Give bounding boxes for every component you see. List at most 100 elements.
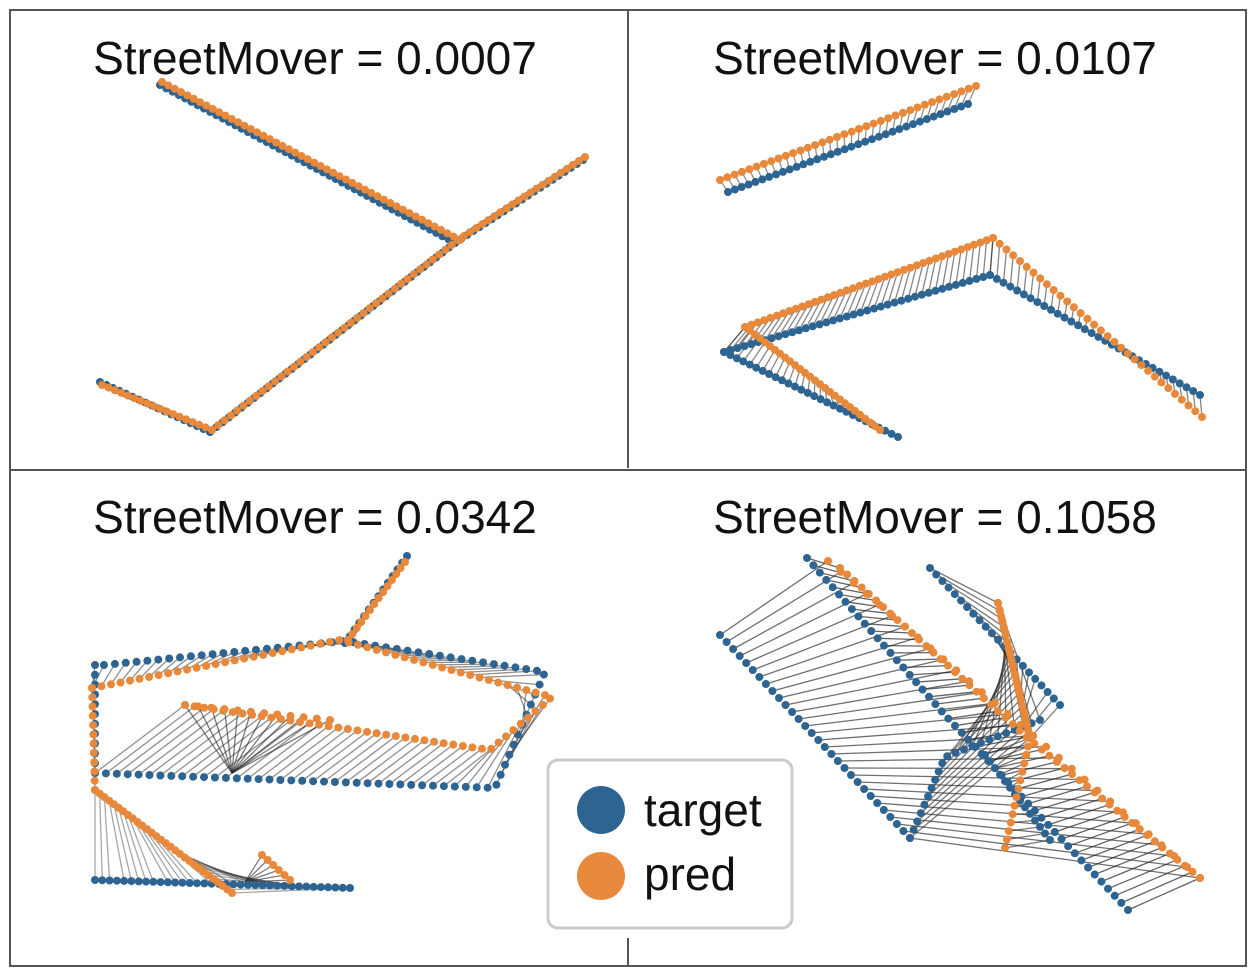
pred-node (1022, 750, 1031, 759)
pred-node (435, 250, 444, 259)
pred-node (766, 313, 775, 322)
pred-node (862, 122, 871, 131)
pred-node (1009, 251, 1018, 260)
match-line (818, 294, 835, 325)
pred-node (208, 426, 216, 434)
target-node (251, 881, 260, 889)
pred-node (730, 170, 739, 179)
pred-node (384, 289, 393, 298)
target-node (958, 278, 967, 287)
pred-node (830, 291, 838, 300)
target-node (1196, 391, 1204, 399)
pred-node (359, 309, 368, 318)
match-line (312, 732, 377, 782)
target-node (886, 648, 895, 657)
pred-node (441, 245, 450, 254)
match-line (231, 714, 278, 774)
pred-node (117, 388, 126, 397)
target-node (221, 773, 230, 782)
target-node (134, 770, 143, 779)
target-node (1041, 829, 1049, 838)
target-node (814, 736, 823, 744)
pred-node (1173, 855, 1182, 864)
pred-node (989, 234, 997, 242)
pred-node (496, 208, 505, 217)
target-node (931, 700, 940, 709)
target-node (219, 649, 228, 658)
pred-node (849, 284, 858, 293)
match-line (954, 717, 1006, 727)
target-node (881, 130, 890, 139)
pred-node (526, 188, 535, 197)
pred-node (938, 252, 947, 261)
target-node (1074, 321, 1083, 330)
target-node (509, 740, 518, 749)
pred-node (1198, 413, 1206, 421)
pred-node (503, 681, 512, 690)
target-node (1090, 870, 1099, 879)
pred-node (900, 622, 909, 631)
pred-node (391, 650, 400, 659)
match-line (244, 869, 280, 883)
pred-node (944, 250, 953, 258)
target-node (768, 687, 777, 695)
match-line (231, 710, 239, 774)
pred-node (798, 302, 807, 311)
pred-node (1016, 694, 1025, 703)
target-node (810, 392, 819, 401)
target-node (944, 583, 953, 592)
target-node (156, 771, 165, 780)
match-line (890, 816, 1162, 846)
match-line (334, 735, 397, 783)
match-line (759, 625, 906, 678)
match-line (871, 630, 912, 634)
pred-node (796, 146, 805, 155)
pred-node (891, 111, 900, 120)
target-node (765, 172, 774, 181)
target-node (950, 590, 959, 599)
pred-node (211, 660, 220, 669)
match-line (859, 281, 873, 313)
pred-node (268, 649, 277, 657)
match-line (975, 242, 981, 279)
pred-node (410, 655, 419, 664)
match-line (244, 879, 291, 883)
pred-node (354, 640, 362, 649)
pred-node (348, 630, 357, 638)
pred-node (249, 652, 258, 661)
match-line (772, 647, 931, 692)
pred-node (335, 172, 344, 181)
target-node (781, 330, 790, 339)
pred-node (494, 678, 503, 687)
target-node (1110, 891, 1119, 900)
target-node (403, 646, 412, 655)
target-node (1049, 694, 1058, 703)
pred-node (382, 730, 391, 739)
target-node (813, 155, 822, 164)
pred-node (194, 702, 203, 711)
target-node (254, 775, 263, 784)
target-node (1117, 898, 1126, 907)
target-node (905, 670, 914, 679)
pred-node (811, 141, 820, 150)
target-node (236, 880, 245, 889)
pred-node (581, 153, 589, 161)
pred-node (484, 676, 493, 684)
pred-node (334, 723, 343, 732)
legend: target pred (546, 758, 794, 930)
match-line (962, 247, 969, 283)
target-node (496, 770, 505, 779)
pred-node (868, 277, 877, 286)
match-line (880, 274, 892, 307)
pred-node (265, 135, 274, 144)
pred-node (154, 671, 163, 680)
target-node (925, 692, 933, 701)
match-line (203, 718, 282, 778)
target-node (189, 772, 198, 781)
target-node (778, 167, 787, 176)
target-node (363, 779, 372, 788)
target-node (994, 635, 1003, 644)
target-node (730, 185, 739, 194)
pred-node (89, 730, 98, 739)
pred-node (1113, 806, 1122, 815)
